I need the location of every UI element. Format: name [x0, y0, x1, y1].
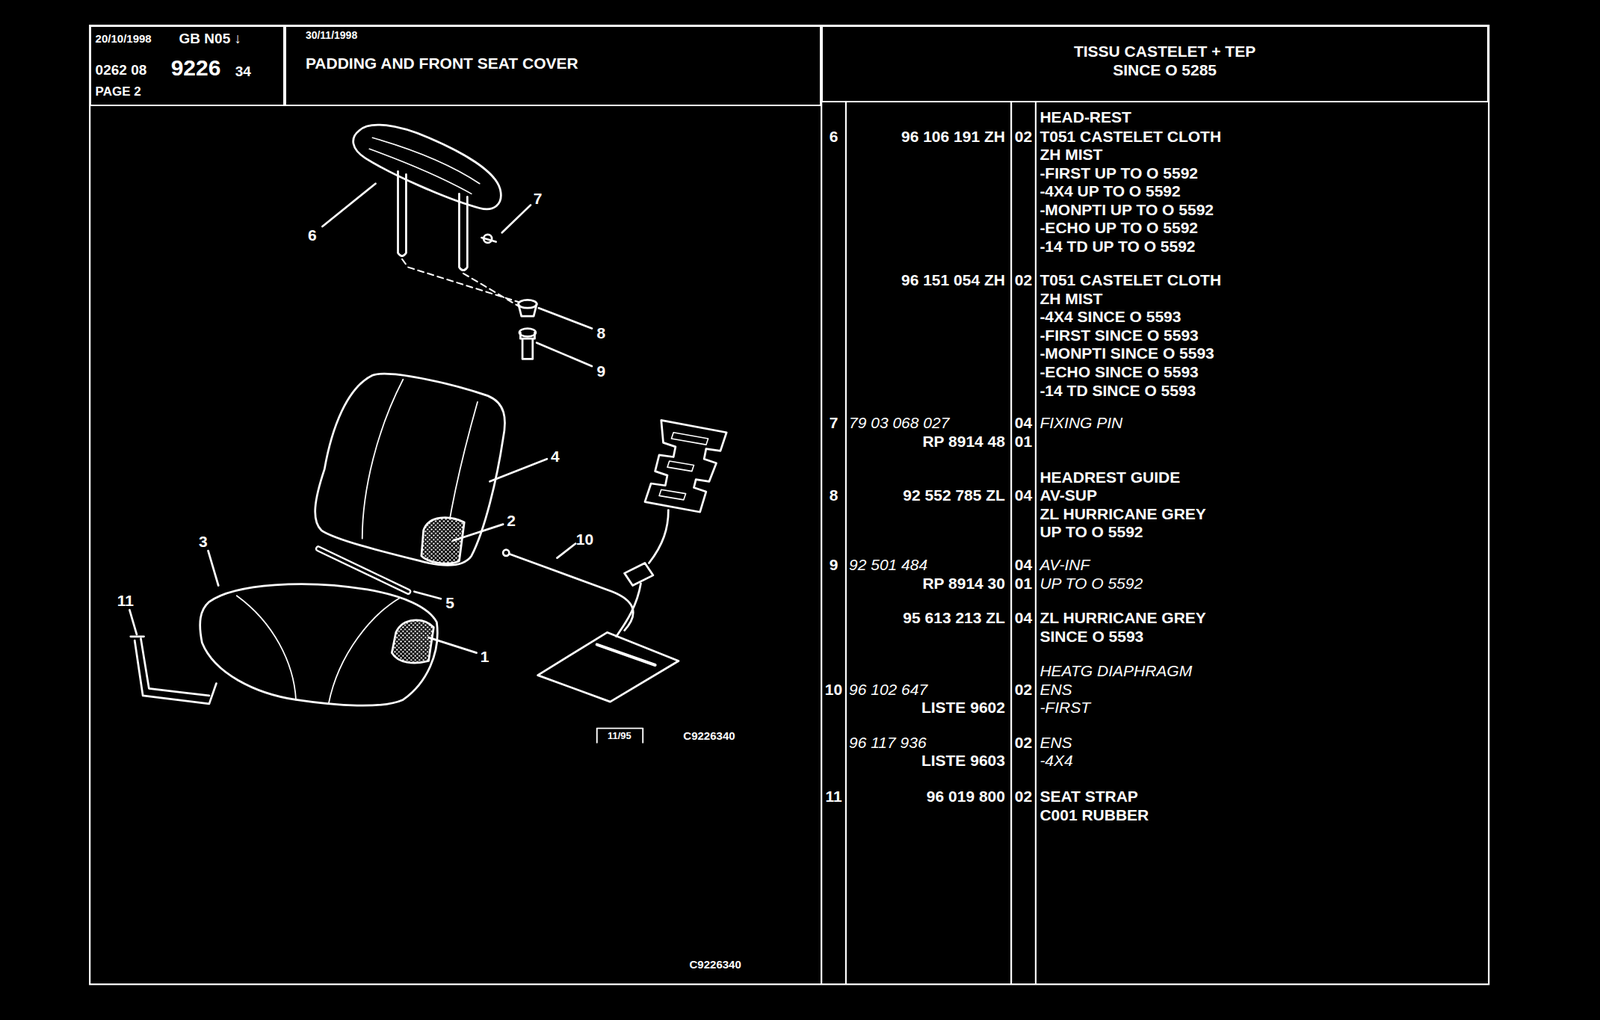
callout-number: 6	[307, 227, 317, 243]
header-text: 20/10/1998	[95, 32, 152, 45]
callout-number: 8	[829, 487, 839, 503]
quantity: 01	[1014, 432, 1033, 449]
quantity: 02	[1014, 680, 1033, 697]
part-number: 96 117 936	[848, 733, 927, 750]
callout-number: 8	[596, 325, 606, 341]
description: ZL HURRICANE GREY	[1039, 505, 1206, 521]
description: C001 RUBBER	[1039, 806, 1149, 823]
description: ZH MIST	[1039, 289, 1103, 306]
header-text: GB N05 ↓	[179, 31, 242, 46]
description: -14 TD UP TO O 5592	[1039, 238, 1195, 255]
description: -14 TD SINCE O 5593	[1039, 381, 1196, 398]
callout-number: 3	[198, 532, 208, 549]
callout-number: 11	[117, 591, 134, 608]
quantity: 02	[1014, 733, 1033, 750]
description: ZL HURRICANE GREY	[1039, 609, 1206, 626]
description: -ECHO UP TO O 5592	[1039, 219, 1198, 236]
description: -FIRST SINCE O 5593	[1039, 326, 1198, 343]
description: -MONPTI UP TO O 5592	[1039, 201, 1214, 217]
callout-number: 6	[829, 127, 839, 144]
description: ZH MIST	[1039, 146, 1103, 163]
heading: HEAD-REST	[1039, 108, 1132, 125]
description: -4X4	[1039, 752, 1073, 769]
quantity: 02	[1014, 272, 1033, 288]
part-number: 96 106 191 ZH	[901, 127, 1006, 144]
part-number: RP 8914 30	[922, 574, 1006, 591]
header-box: 30/11/1998PADDING AND FRONT SEAT COVER	[284, 25, 822, 107]
description: T051 CASTELET CLOTH	[1039, 272, 1222, 288]
part-number: 96 019 800	[926, 788, 1006, 805]
part-number: 92 552 785 ZL	[902, 487, 1006, 503]
callout-number: 7	[829, 414, 839, 431]
part-number: RP 8914 48	[922, 432, 1006, 449]
part-number: 96 151 054 ZH	[901, 272, 1006, 288]
description: -FIRST UP TO O 5592	[1039, 164, 1198, 181]
heading: SEAT STRAP	[1039, 788, 1138, 805]
header-text: TISSU CASTELET + TEP	[1073, 42, 1256, 59]
description: FIXING PIN	[1039, 414, 1123, 431]
callout-number: 7	[533, 189, 543, 206]
part-number: LISTE 9602	[921, 699, 1006, 716]
heading: HEATG DIAPHRAGM	[1039, 662, 1192, 679]
description: -FIRST	[1039, 699, 1091, 716]
part-number: 79 03 068 027	[848, 414, 950, 431]
callout-number: 10	[825, 680, 843, 697]
description: AV-SUP	[1039, 487, 1098, 503]
description: UP TO O 5592	[1039, 523, 1143, 540]
callout-number: 9	[596, 362, 606, 379]
part-number: 95 613 213 ZL	[902, 609, 1006, 626]
part-number: 92 501 484	[848, 556, 928, 573]
drawing-code: 11/95	[607, 730, 632, 741]
description: UP TO O 5592	[1039, 574, 1143, 591]
header-text: 34	[235, 63, 252, 78]
quantity: 02	[1014, 788, 1033, 805]
description: SINCE O 5593	[1039, 627, 1144, 644]
header-box: 20/10/1998 GB N05 ↓ 0262 08 9226 34PAGE 2	[89, 25, 285, 107]
header-box: TISSU CASTELET + TEP SINCE O 5285	[821, 25, 1489, 102]
description: T051 CASTELET CLOTH	[1039, 127, 1222, 144]
quantity: 01	[1014, 574, 1033, 591]
callout-number: 2	[506, 512, 516, 529]
description: -MONPTI SINCE O 5593	[1039, 345, 1214, 361]
description: -4X4 UP TO O 5592	[1039, 183, 1181, 199]
heading: HEADREST GUIDE	[1039, 468, 1181, 485]
header-text: 9226	[171, 56, 222, 80]
callout-number: 9	[829, 556, 839, 573]
callout-number: 4	[550, 448, 560, 465]
callout-number: 10	[576, 530, 594, 547]
quantity: 02	[1014, 127, 1033, 144]
callout-number: 5	[445, 594, 455, 610]
part-number: 96 102 647	[848, 680, 928, 697]
header-text: SINCE O 5285	[1112, 62, 1217, 78]
quantity: 04	[1014, 414, 1033, 431]
description: -4X4 SINCE O 5593	[1039, 308, 1181, 325]
header-text: PADDING AND FRONT SEAT COVER	[305, 54, 579, 71]
quantity: 04	[1014, 609, 1033, 626]
description: ENS	[1039, 733, 1072, 750]
header-text: 0262 08	[95, 62, 148, 77]
description: AV-INF	[1039, 556, 1090, 573]
quantity: 04	[1014, 487, 1033, 503]
header-text: PAGE 2	[95, 85, 142, 98]
callout-number: 11	[825, 788, 842, 805]
drawing-code: C9226340	[683, 730, 735, 742]
description: -ECHO SINCE O 5593	[1039, 363, 1198, 380]
description: ENS	[1039, 680, 1072, 697]
drawing-code: C9226340	[689, 958, 742, 971]
callout-number: 1	[480, 647, 490, 664]
header-text: 30/11/1998	[305, 29, 358, 41]
part-number: LISTE 9603	[921, 752, 1006, 769]
quantity: 04	[1014, 556, 1033, 573]
